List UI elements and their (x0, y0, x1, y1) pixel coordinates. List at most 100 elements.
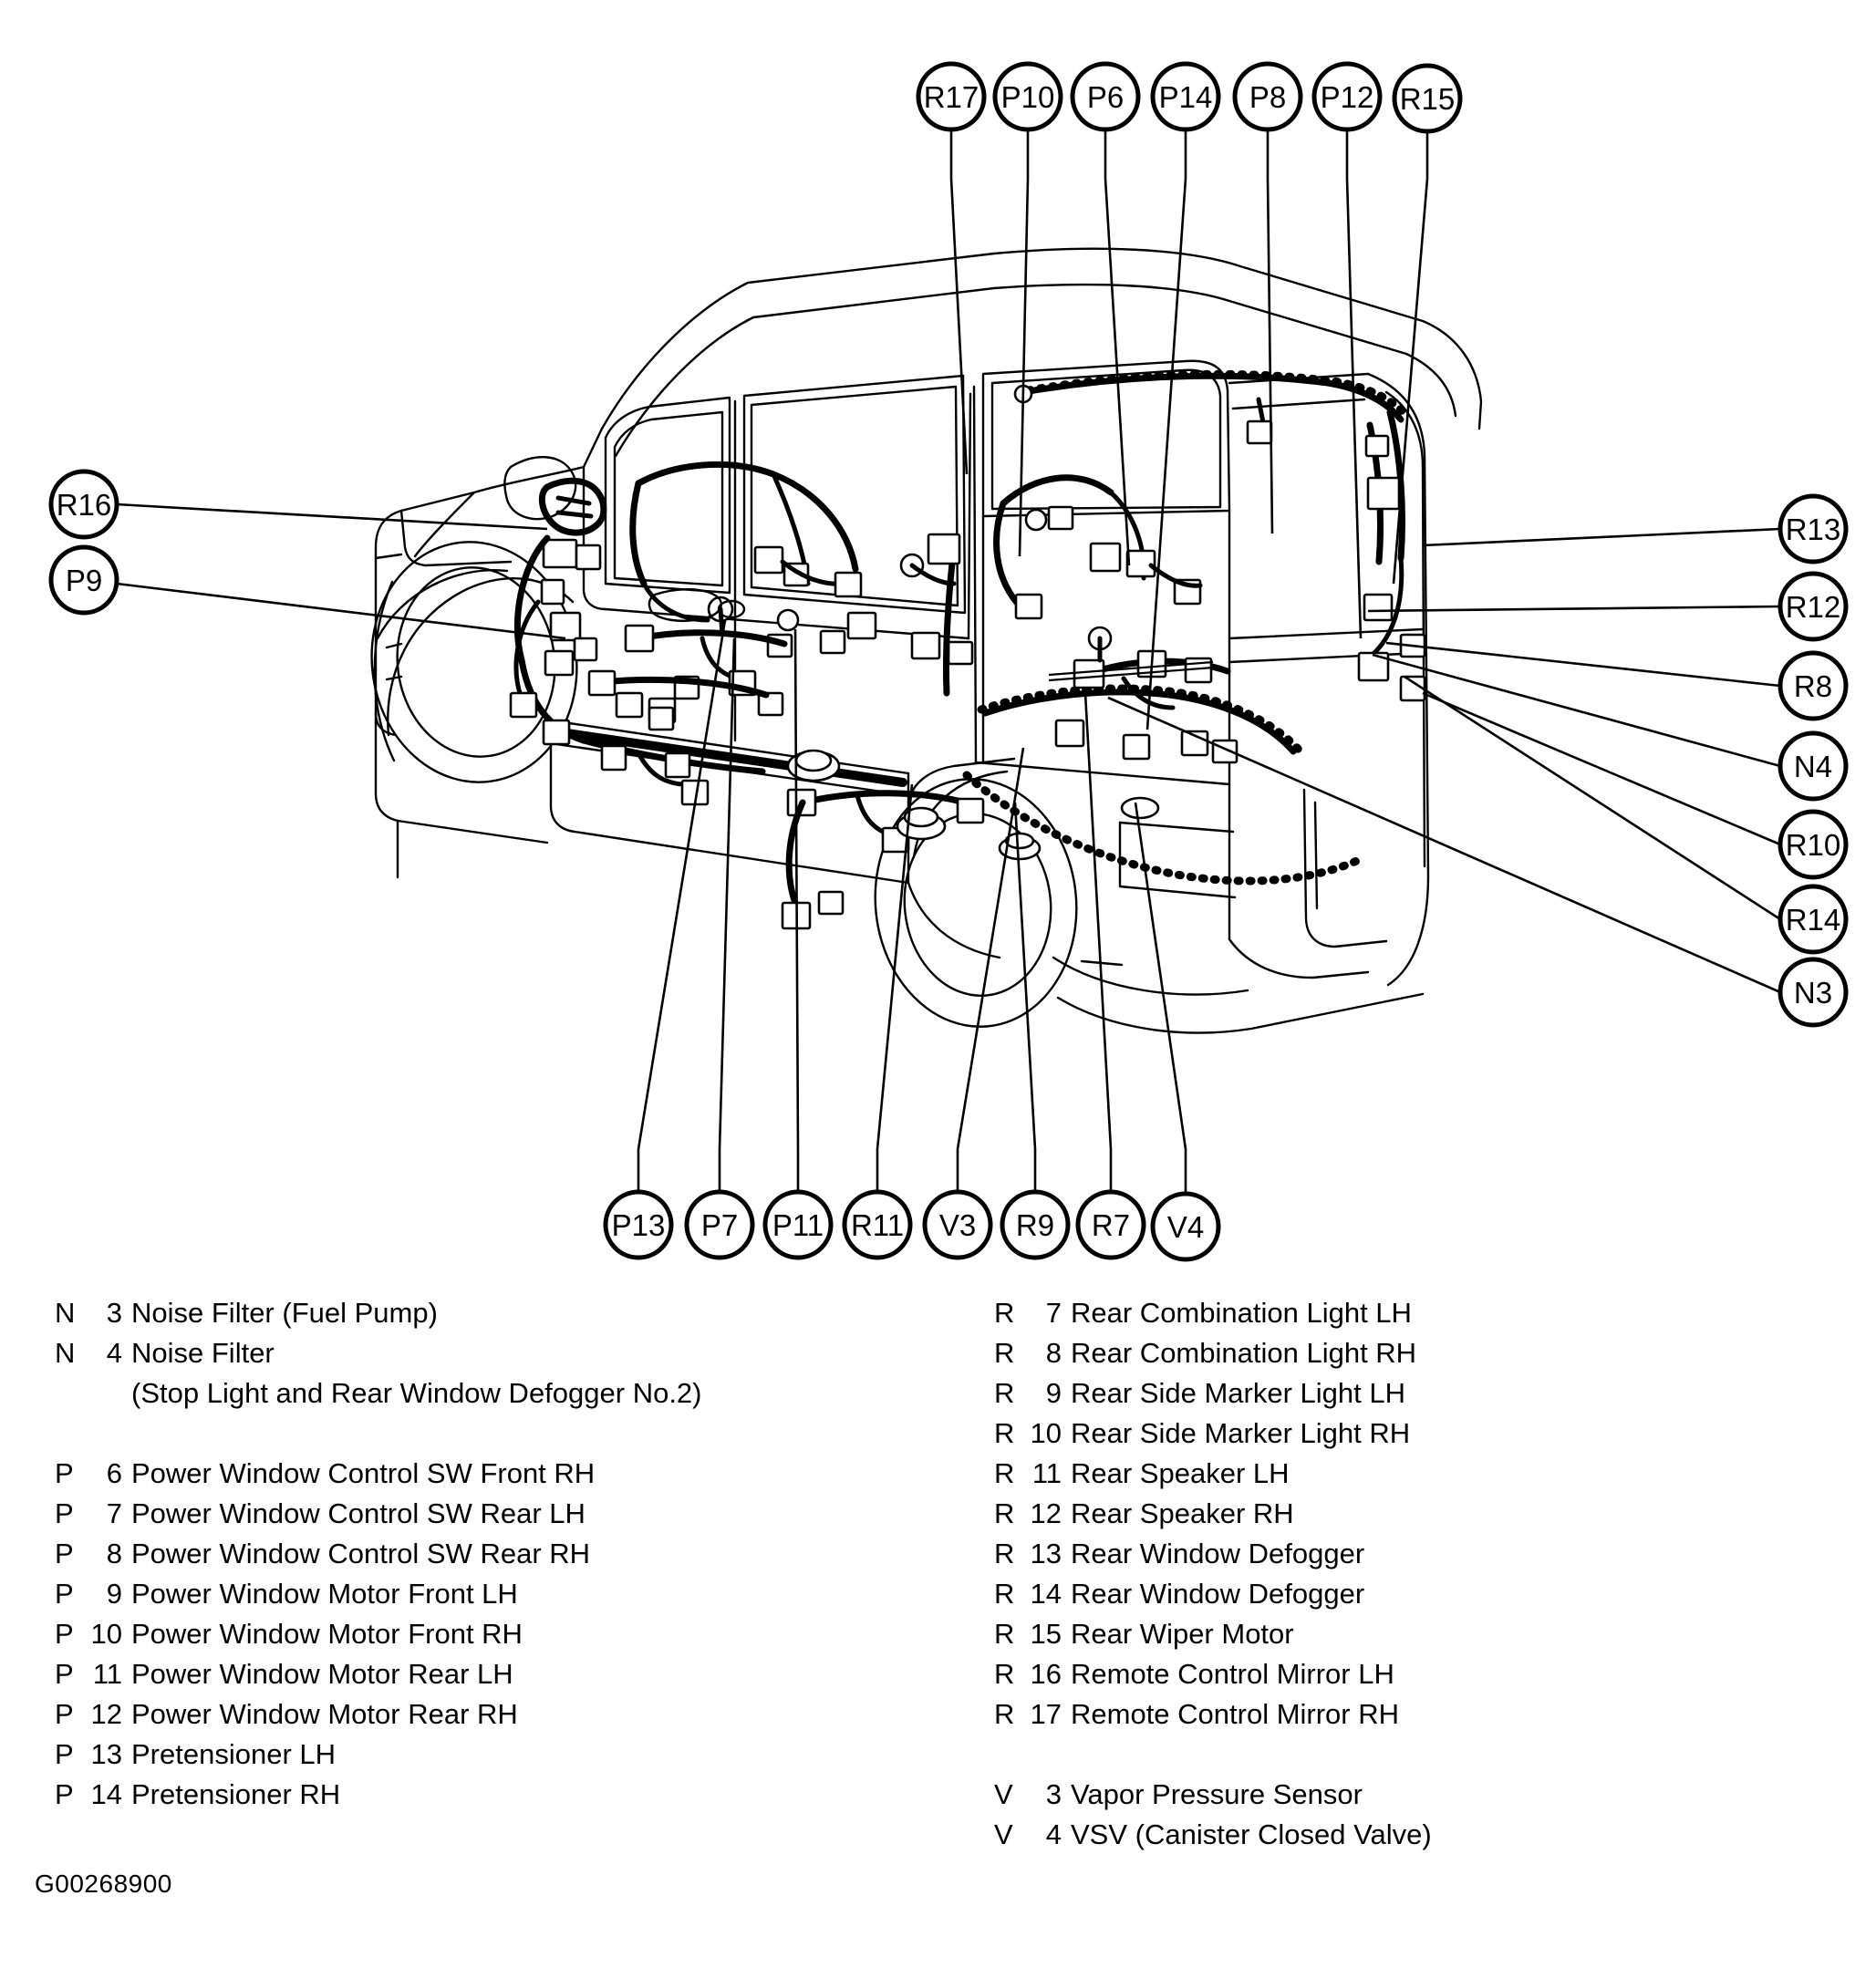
legend-description: Rear Wiper Motor (1071, 1618, 1294, 1650)
callout-r8[interactable]: R8 (1778, 650, 1849, 721)
callout-r13[interactable]: R13 (1778, 493, 1849, 565)
legend-code-letter: R (994, 1698, 1015, 1730)
legend-code-number: 13 (90, 1738, 122, 1770)
legend-description: Rear Speaker RH (1071, 1497, 1294, 1529)
callout-p13[interactable]: P13 (603, 1189, 674, 1260)
callout-circle (1778, 809, 1849, 880)
callout-p6[interactable]: P6 (1070, 61, 1141, 132)
legend-code-number: 3 (106, 1297, 122, 1329)
legend-code-letter: R (994, 1658, 1015, 1690)
callout-circle (1778, 884, 1849, 955)
callout-p10[interactable]: P10 (992, 61, 1063, 132)
leader-line-p13 (637, 619, 727, 1192)
callout-r7[interactable]: R7 (1075, 1189, 1146, 1260)
callout-n3[interactable]: N3 (1778, 957, 1849, 1028)
callout-n4[interactable]: N4 (1778, 730, 1849, 802)
callout-v3[interactable]: V3 (922, 1189, 993, 1260)
callout-circle (842, 1189, 913, 1260)
callout-r10[interactable]: R10 (1778, 809, 1849, 880)
legend-description: Rear Window Defogger (1071, 1538, 1365, 1569)
callout-circle (1778, 650, 1849, 721)
legend-code-letter: R (994, 1578, 1015, 1610)
legend-description: Rear Speaker LH (1071, 1457, 1290, 1489)
legend-code-number: 10 (90, 1618, 122, 1650)
leader-line-p8 (1266, 129, 1274, 534)
callout-circle (992, 61, 1063, 132)
legend-code-number: 11 (1031, 1457, 1062, 1489)
callout-r11[interactable]: R11 (842, 1189, 913, 1260)
callout-p12[interactable]: P12 (1311, 61, 1383, 132)
leader-line-r7 (1083, 692, 1113, 1192)
callout-p8[interactable]: P8 (1232, 61, 1303, 132)
callout-label: P9 (66, 564, 102, 597)
legend-description: Rear Side Marker Light RH (1071, 1417, 1411, 1449)
legend-code (55, 1373, 131, 1414)
legend-description: Power Window Motor Rear LH (131, 1658, 513, 1690)
callout-circle (762, 1189, 834, 1260)
legend-description: Rear Side Marker Light LH (1071, 1377, 1405, 1409)
legend-code-letter: R (994, 1618, 1015, 1650)
legend-description: Rear Combination Light LH (1071, 1297, 1412, 1329)
callout-p9[interactable]: P9 (48, 544, 119, 616)
callout-p7[interactable]: P7 (684, 1189, 755, 1260)
callout-p11[interactable]: P11 (762, 1189, 834, 1260)
callout-p14[interactable]: P14 (1150, 61, 1221, 132)
callout-v4[interactable]: V4 (1150, 1191, 1221, 1262)
callout-label: R16 (57, 488, 112, 522)
callout-r12[interactable]: R12 (1778, 571, 1849, 642)
callout-label: P13 (612, 1208, 666, 1242)
legend-code-letter: P (55, 1578, 74, 1610)
legend-description: (Stop Light and Rear Window Defogger No.… (131, 1377, 702, 1409)
callout-label: R15 (1400, 82, 1456, 116)
leader-line-r12 (1367, 605, 1781, 613)
legend-code-letter: P (55, 1457, 74, 1489)
callout-r14[interactable]: R14 (1778, 884, 1849, 955)
legend-code-letter: P (55, 1778, 74, 1810)
leader-line-p6 (1104, 129, 1131, 566)
callout-label: R9 (1016, 1208, 1054, 1242)
callout-r15[interactable]: R15 (1392, 63, 1463, 134)
callout-label: R7 (1092, 1208, 1130, 1242)
callout-label: P11 (772, 1208, 824, 1242)
callout-r9[interactable]: R9 (1000, 1189, 1071, 1260)
legend-row: R 11 Rear Speaker LH (994, 1454, 1870, 1494)
leader-line-r15 (1392, 131, 1429, 585)
callout-r16[interactable]: R16 (48, 469, 119, 540)
leader-line-p11 (793, 628, 800, 1192)
legend-code-number: 4 (1045, 1818, 1062, 1850)
leader-line-p7 (718, 637, 736, 1192)
legend-description: VSV (Canister Closed Valve) (1071, 1818, 1432, 1850)
legend-code-letter: R (994, 1457, 1015, 1489)
legend-code-number: 14 (1030, 1578, 1062, 1610)
callout-label: P8 (1249, 80, 1286, 114)
callout-label: V4 (1167, 1210, 1204, 1244)
callout-r17[interactable]: R17 (916, 61, 987, 132)
legend-description: Power Window Control SW Rear RH (131, 1538, 591, 1569)
callout-circle (1070, 61, 1141, 132)
callout-circle (1075, 1189, 1146, 1260)
leader-line-n4 (1372, 653, 1781, 768)
legend-code-letter: R (994, 1497, 1015, 1529)
callout-label: P7 (701, 1208, 738, 1242)
legend-code-number: 3 (1045, 1778, 1062, 1810)
legend-code-letter: P (55, 1538, 74, 1569)
